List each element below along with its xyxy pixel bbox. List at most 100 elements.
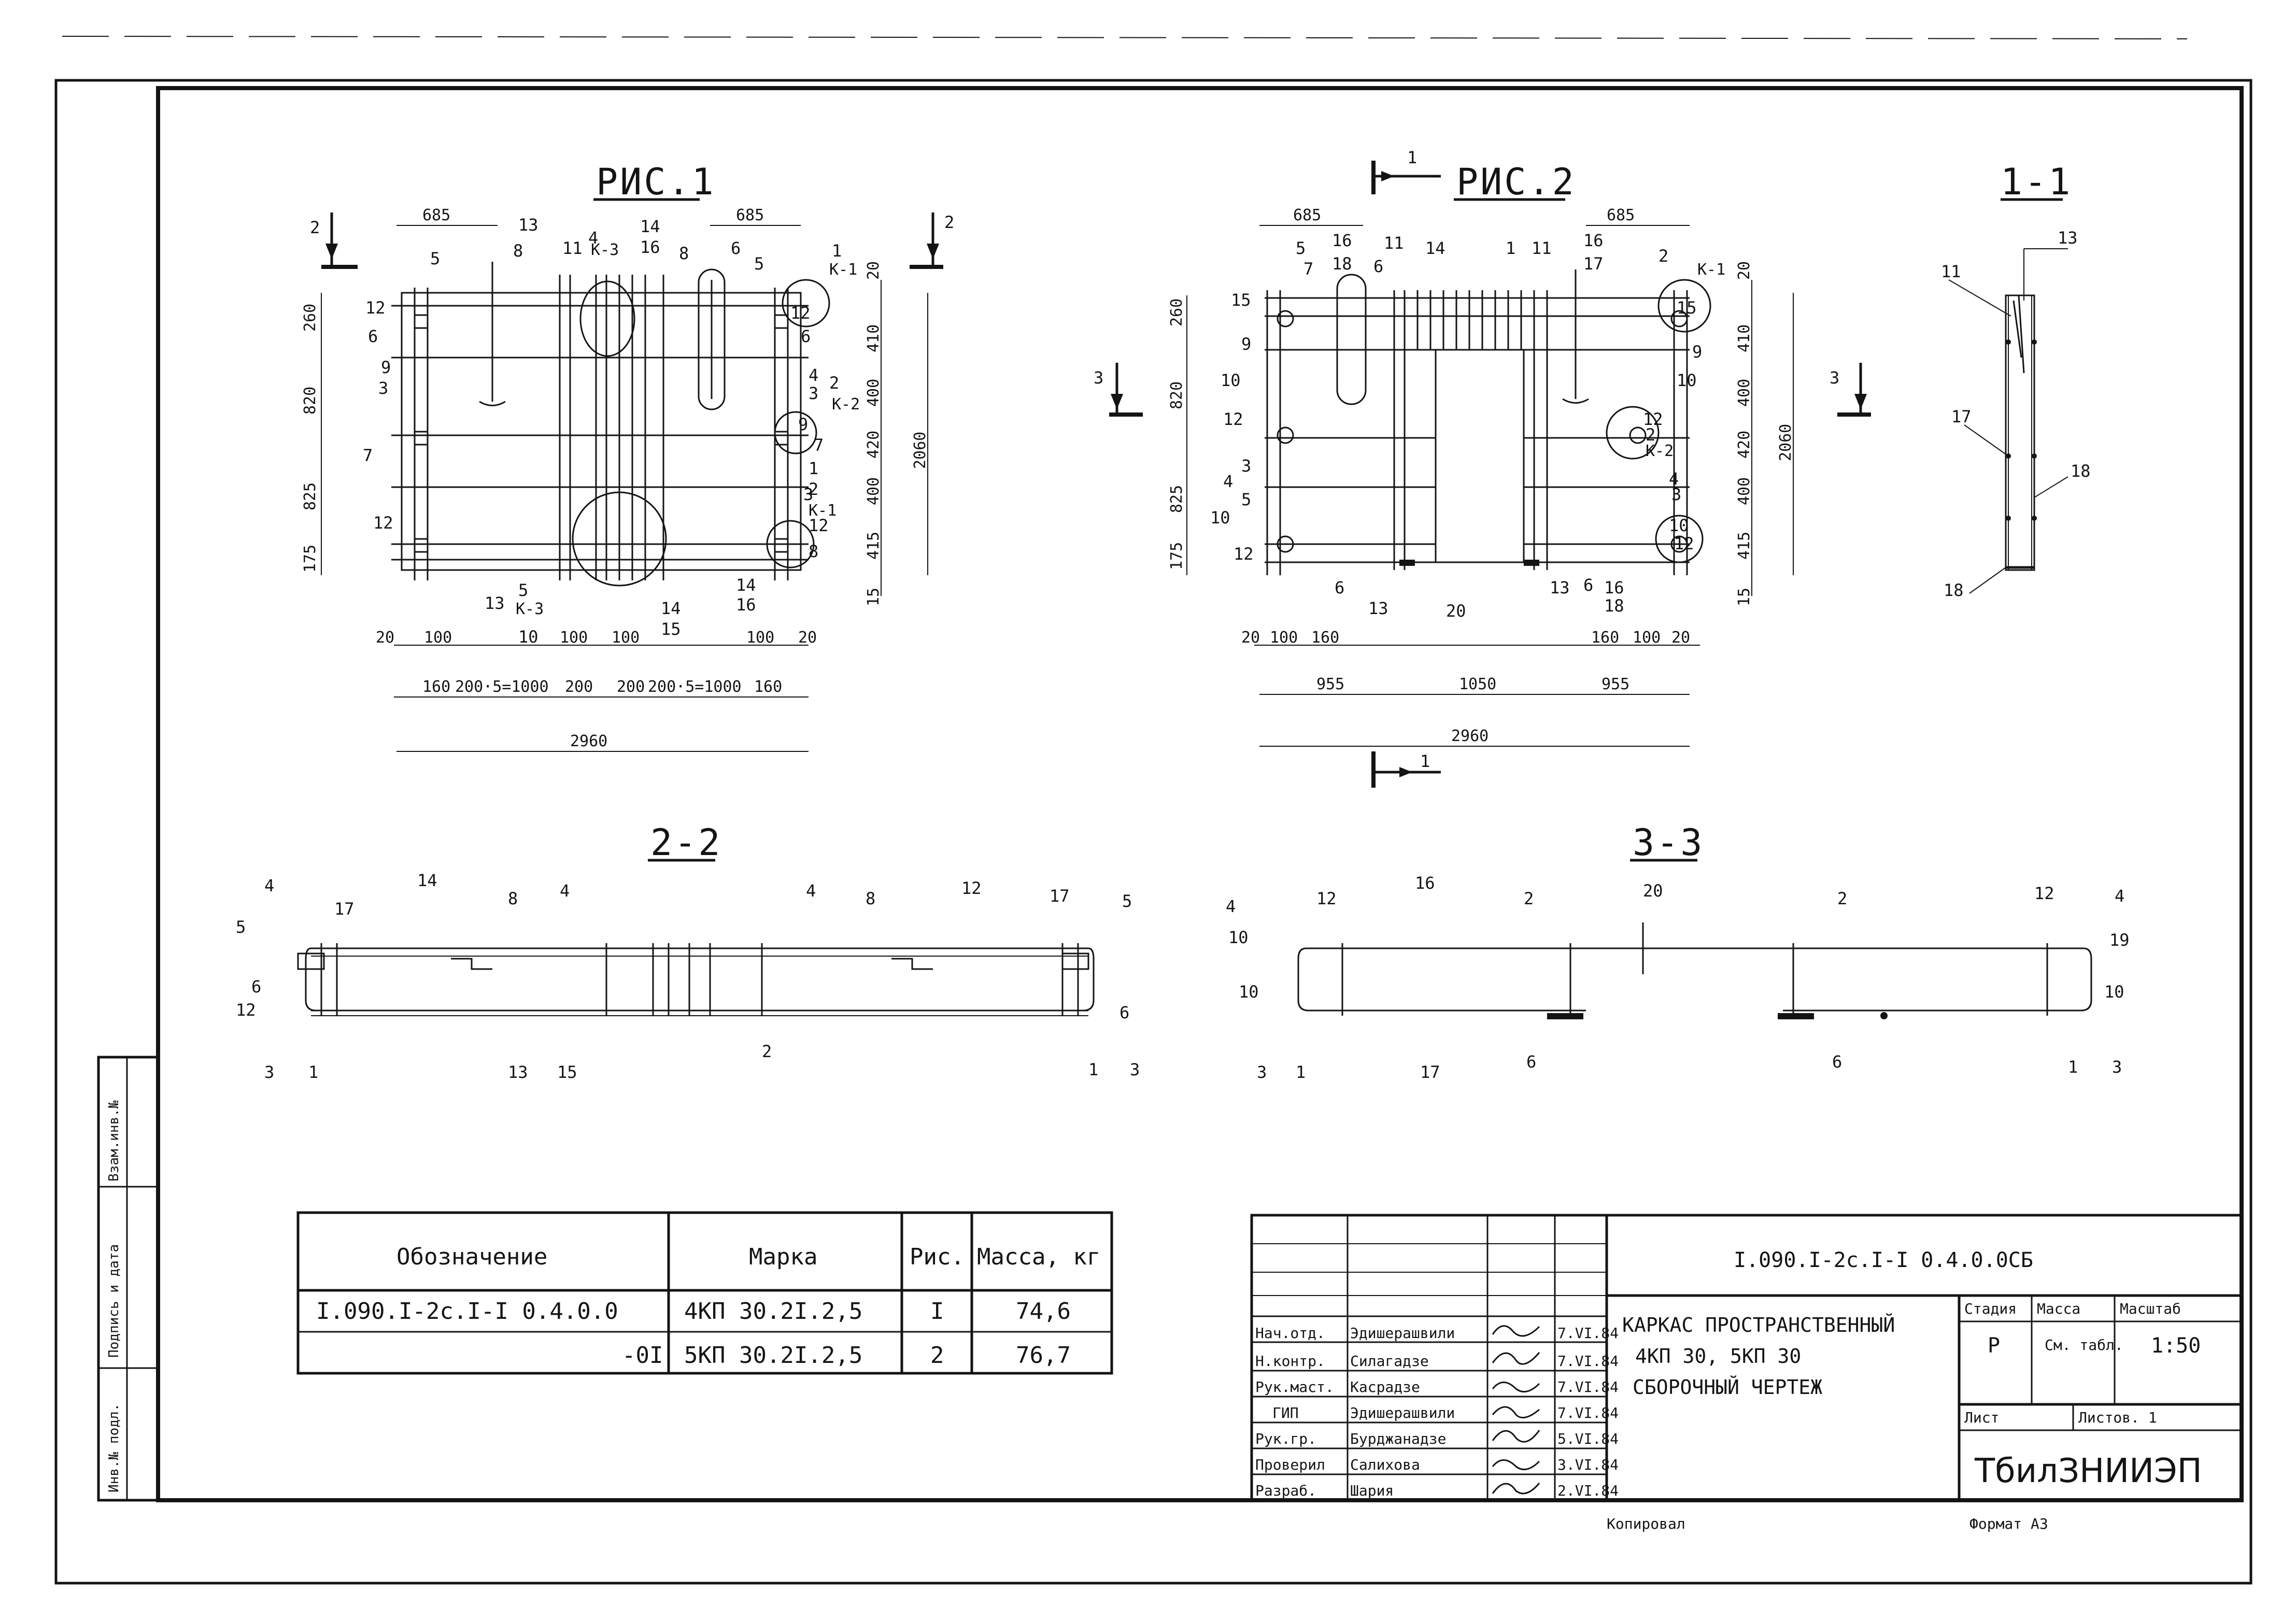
- drawing-label: 160: [1311, 629, 1339, 647]
- drawing-line: [2032, 516, 2037, 521]
- drawing-label: 12: [1643, 409, 1663, 429]
- drawing-label: 400: [1735, 477, 1753, 505]
- drawing-line: [572, 491, 667, 587]
- drawing-label: 12: [1674, 534, 1694, 553]
- drawing-label: 12: [809, 516, 829, 535]
- drawing-label: 685: [1293, 206, 1321, 224]
- scale-header: Масштаб: [2120, 1300, 2181, 1317]
- sig-role-5: Проверил: [1255, 1456, 1325, 1473]
- drawing-label: 100: [1633, 629, 1661, 647]
- drawing-label: 13: [518, 215, 538, 235]
- side-stamp-inv: Инв.№ подл.: [106, 1403, 122, 1492]
- signature-scribble: [1492, 1325, 1540, 1337]
- drawing-line: [1336, 274, 1367, 405]
- drawing-label: 16: [1583, 231, 1604, 250]
- sig-name-1: Силагадзе: [1350, 1353, 1429, 1370]
- spec-row2-mark: 5КП 30.2I.2,5: [684, 1342, 862, 1369]
- drawing-label: 8: [866, 889, 875, 908]
- drawing-label: К-1: [809, 502, 837, 520]
- drawing-label: 5: [518, 580, 528, 600]
- drawing-label: 820: [301, 387, 319, 415]
- drawing-label: 2060: [1777, 424, 1795, 461]
- drawing-line: [1547, 1013, 1583, 1019]
- drawing-label: 100: [1270, 629, 1298, 647]
- drawing-label: 15: [1231, 290, 1251, 310]
- spec-row2-mass: 76,7: [1016, 1342, 1071, 1369]
- drawing-label: 3: [1830, 368, 1839, 388]
- side-stamp: Инв.№ подл. Подпись и дата Взам.инв.№: [97, 1056, 160, 1502]
- drawing-label: 15: [864, 588, 883, 606]
- drawing-label: 2: [1524, 889, 1534, 908]
- drawing-label: 4: [2115, 886, 2124, 906]
- drawing-label: 1: [1407, 148, 1417, 167]
- cut-mark-2-left: 2: [310, 212, 358, 269]
- drawing-label: 4: [1669, 469, 1679, 489]
- drawing-label: 685: [422, 206, 450, 224]
- inner-frame: [156, 86, 2244, 1502]
- drawing-label: 20: [864, 261, 883, 280]
- drawing-label: 2: [310, 218, 320, 237]
- sig-name-0: Эдишерашвили: [1350, 1325, 1455, 1342]
- drawing-label: 5: [1122, 891, 1132, 911]
- drawing-label: 420: [864, 431, 883, 459]
- drawing-label: 17: [1583, 254, 1604, 274]
- drawing-line: [414, 431, 429, 446]
- drawing-label: К-1: [1697, 261, 1725, 279]
- drawing-label: 2960: [570, 732, 607, 750]
- drawing-label: 400: [1735, 379, 1753, 407]
- sig-name-5: Салихова: [1350, 1456, 1420, 1473]
- section-1-1: 1-1 11 13 17 18 18: [1941, 161, 2091, 600]
- cut-mark-1-bottom: 1: [1371, 751, 1441, 788]
- side-stamp-sign: Подпись и дата: [106, 1244, 122, 1358]
- sig-role-6: Разраб.: [1255, 1482, 1316, 1499]
- figure-2: РИС.2 1 1 3 3: [1094, 148, 1871, 788]
- sig-name-3: Эдишерашвили: [1350, 1404, 1455, 1421]
- drawing-label: 4: [809, 365, 818, 385]
- drawing-line: [1629, 426, 1647, 444]
- drawing-label: 820: [1168, 381, 1186, 409]
- drawing-label: 16: [1332, 231, 1352, 250]
- signature-scribble: [1492, 1382, 1540, 1393]
- drawing-label: 1: [1420, 751, 1430, 771]
- fig2-dimensions: 685 685 260 820 825 175 20 410 400 420 4…: [1168, 206, 1795, 747]
- drawing-label: 9: [1241, 334, 1251, 354]
- drawing-label: 5: [1296, 238, 1306, 258]
- drawing-label: 20: [1446, 601, 1466, 621]
- drawing-label: 2: [1646, 425, 1655, 445]
- side-stamp-vzam: Взам.инв.№: [106, 1100, 122, 1182]
- drawing-label: 18: [1944, 580, 1964, 600]
- drawing-label: 4: [560, 881, 570, 901]
- drawing-line: [2018, 295, 2025, 374]
- drawing-label: 2: [1837, 889, 1847, 908]
- drawing-label: 3: [378, 378, 388, 398]
- drawing-label: 17: [1420, 1062, 1440, 1082]
- drawing-label: 1: [1088, 1060, 1098, 1079]
- fig2-rods: [1265, 269, 1711, 575]
- drawing-line: [1562, 398, 1589, 404]
- drawing-label: 100: [424, 629, 452, 647]
- drawing-line: [1399, 560, 1415, 566]
- sec33-title: 3-3: [1633, 821, 1704, 864]
- drawing-line: [414, 538, 429, 553]
- drawing-label: 3: [1130, 1060, 1140, 1079]
- sig-role-4: Рук.гр.: [1255, 1430, 1316, 1447]
- drawing-label: 8: [679, 244, 689, 263]
- drawing-label: 2960: [1451, 727, 1489, 745]
- drawing-label: 175: [301, 545, 319, 573]
- drawing-line: [2012, 300, 2022, 358]
- drawing-line: [1948, 279, 2011, 317]
- drawing-label: 19: [2109, 930, 2130, 950]
- drawing-label: 17: [1050, 886, 1070, 906]
- signature-scribble: [1492, 1459, 1540, 1471]
- scan-edge-line: [62, 36, 2188, 39]
- cut-mark-2-right: 2: [910, 212, 954, 269]
- drawing-label: К-2: [832, 395, 860, 414]
- drawing-label: 11: [1941, 262, 1961, 281]
- drawing-label: 6: [1526, 1052, 1536, 1072]
- drawing-label: 260: [1168, 298, 1186, 326]
- drawing-label: 3: [803, 485, 813, 504]
- drawing-label: 100: [746, 629, 774, 647]
- signature-scribble: [1492, 1352, 1540, 1365]
- sig-date-1: 7.VI.84: [1557, 1353, 1619, 1370]
